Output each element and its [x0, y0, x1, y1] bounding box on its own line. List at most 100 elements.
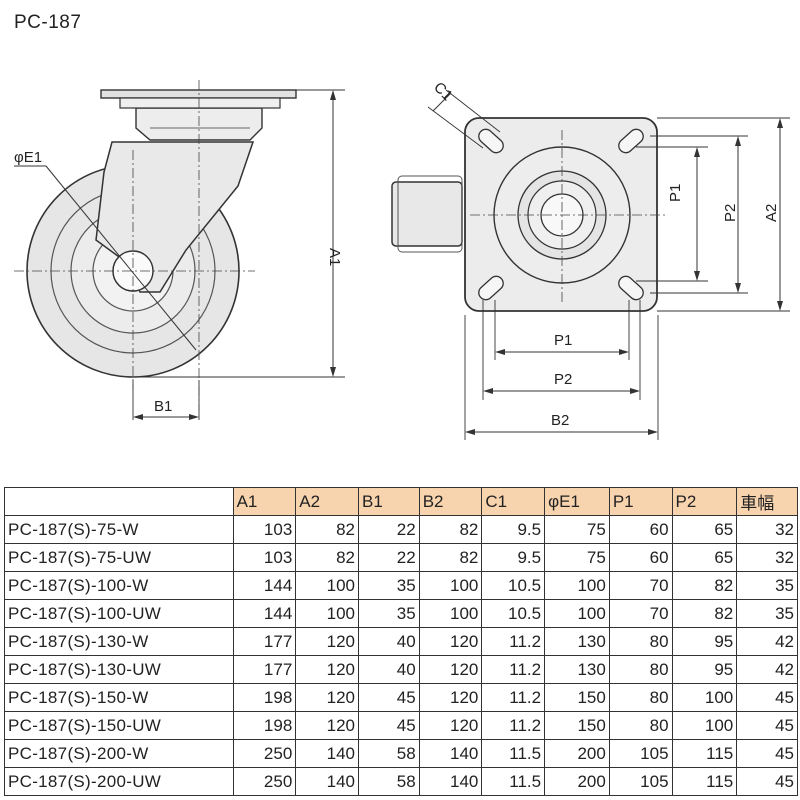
value-cell: 80: [608, 627, 673, 656]
value-cell: 9.5: [481, 543, 546, 572]
value-cell: 100: [671, 683, 738, 712]
value-cell: 65: [671, 515, 738, 544]
value-cell: 130: [544, 655, 610, 684]
value-cell: 95: [671, 655, 738, 684]
value-cell: 82: [295, 515, 359, 544]
value-cell: 45: [736, 683, 798, 712]
value-cell: 140: [295, 767, 359, 796]
top-view: [391, 89, 790, 440]
value-cell: 120: [295, 627, 359, 656]
value-cell: 11.5: [481, 767, 546, 796]
model-cell: PC-187(S)-130-UW: [4, 655, 234, 684]
value-cell: 177: [232, 627, 297, 656]
value-cell: 150: [544, 683, 610, 712]
value-cell: 82: [671, 599, 738, 628]
label-p2-vertical: P2: [722, 204, 739, 222]
model-cell: PC-187(S)-100-UW: [4, 599, 234, 628]
value-cell: 100: [671, 711, 738, 740]
value-cell: 22: [358, 543, 420, 572]
value-cell: 82: [418, 515, 483, 544]
value-cell: 35: [358, 599, 420, 628]
value-cell: 100: [544, 571, 610, 600]
value-cell: 60: [608, 543, 673, 572]
value-cell: 35: [736, 571, 798, 600]
value-cell: 60: [608, 515, 673, 544]
column-header: A1: [232, 487, 297, 516]
column-header: P2: [671, 487, 738, 516]
value-cell: 250: [232, 767, 297, 796]
caster-technical-drawing: φE1 A1 B1 C1 P1 P2 A2 P1 P2 B2: [14, 79, 790, 440]
value-cell: 115: [671, 739, 738, 768]
value-cell: 75: [544, 515, 610, 544]
value-cell: 45: [736, 767, 798, 796]
label-p2-horizontal: P2: [554, 371, 572, 388]
value-cell: 120: [418, 655, 483, 684]
value-cell: 200: [544, 739, 610, 768]
value-cell: 100: [295, 599, 359, 628]
column-header: C1: [481, 487, 546, 516]
value-cell: 105: [608, 739, 673, 768]
value-cell: 35: [358, 571, 420, 600]
value-cell: 120: [418, 627, 483, 656]
column-header: A2: [295, 487, 359, 516]
column-header: φE1: [544, 487, 610, 516]
value-cell: 198: [232, 711, 297, 740]
column-header-model: [4, 487, 234, 516]
value-cell: 103: [232, 515, 297, 544]
value-cell: 80: [608, 655, 673, 684]
value-cell: 32: [736, 515, 798, 544]
value-cell: 70: [608, 599, 673, 628]
value-cell: 130: [544, 627, 610, 656]
label-c1: C1: [430, 79, 456, 105]
value-cell: 65: [671, 543, 738, 572]
model-cell: PC-187(S)-200-W: [4, 739, 234, 768]
value-cell: 11.2: [481, 627, 546, 656]
bolt-slots: [478, 128, 644, 301]
label-p1-vertical: P1: [667, 184, 684, 202]
value-cell: 120: [418, 711, 483, 740]
value-cell: 120: [295, 683, 359, 712]
value-cell: 100: [418, 599, 483, 628]
page-title: PC-187: [14, 12, 82, 33]
value-cell: 115: [671, 767, 738, 796]
value-cell: 70: [608, 571, 673, 600]
value-cell: 82: [418, 543, 483, 572]
value-cell: 42: [736, 655, 798, 684]
value-cell: 82: [295, 543, 359, 572]
value-cell: 120: [418, 683, 483, 712]
value-cell: 120: [295, 655, 359, 684]
value-cell: 144: [232, 599, 297, 628]
column-header: B2: [418, 487, 483, 516]
top-plate: [100, 89, 297, 99]
column-header: 車幅: [736, 487, 798, 516]
label-phi-e1: φE1: [14, 149, 42, 166]
model-cell: PC-187(S)-100-W: [4, 571, 234, 600]
value-cell: 80: [608, 683, 673, 712]
value-cell: 10.5: [481, 599, 546, 628]
value-cell: 40: [358, 655, 420, 684]
label-b1: B1: [154, 398, 172, 415]
value-cell: 58: [358, 739, 420, 768]
value-cell: 45: [736, 739, 798, 768]
model-cell: PC-187(S)-150-W: [4, 683, 234, 712]
value-cell: 11.5: [481, 739, 546, 768]
value-cell: 144: [232, 571, 297, 600]
value-cell: 200: [544, 767, 610, 796]
value-cell: 140: [295, 739, 359, 768]
value-cell: 100: [544, 599, 610, 628]
value-cell: 45: [736, 711, 798, 740]
label-a2: A2: [763, 204, 780, 222]
value-cell: 103: [232, 543, 297, 572]
column-header: B1: [358, 487, 420, 516]
label-p1-horizontal: P1: [554, 332, 572, 349]
value-cell: 22: [358, 515, 420, 544]
